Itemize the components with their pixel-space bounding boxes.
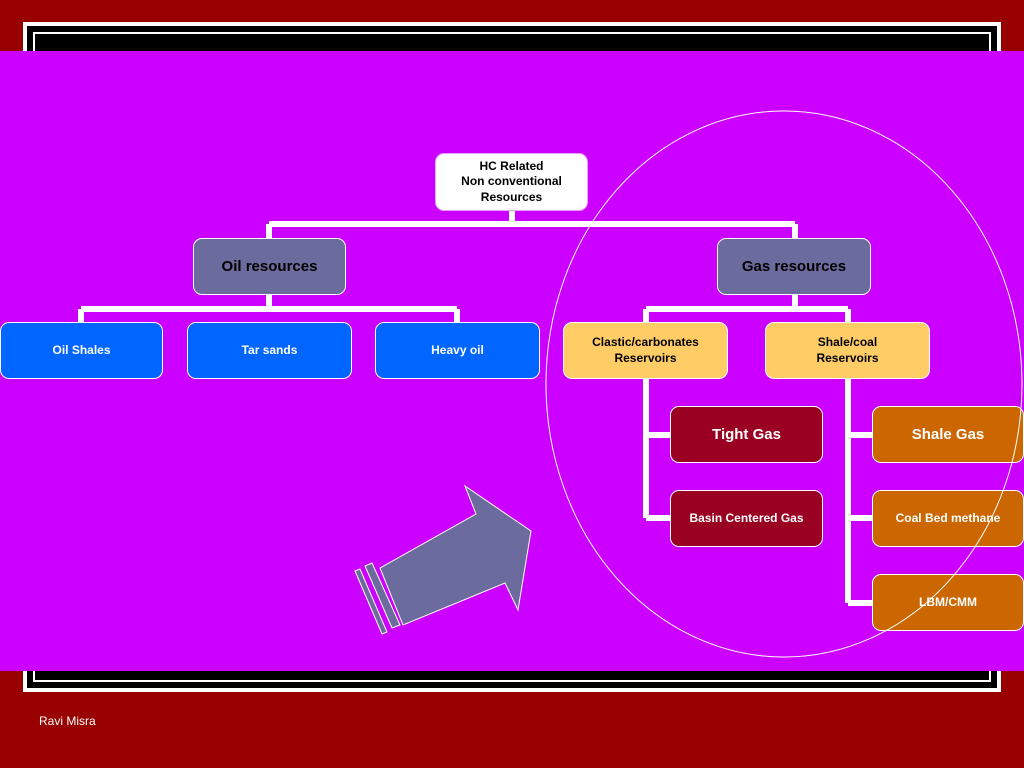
- coal-bed-methane-label: Coal Bed methane: [895, 510, 1001, 525]
- tight-gas-node: Tight Gas: [670, 406, 823, 463]
- heavy-oil-node: Heavy oil: [375, 322, 540, 379]
- coal-bed-methane-node: Coal Bed methane: [872, 490, 1024, 547]
- heavy-oil-label: Heavy oil: [431, 342, 484, 357]
- basin-centered-gas-label: Basin Centered Gas: [689, 510, 804, 525]
- lbm-cmm-label: LBM/CMM: [919, 594, 977, 609]
- clastic-line-2: Reservoirs: [614, 350, 677, 365]
- oil-resources-label: Oil resources: [221, 257, 318, 275]
- oil-shales-node: Oil Shales: [0, 322, 163, 379]
- oil-shales-label: Oil Shales: [52, 342, 111, 357]
- tar-sands-node: Tar sands: [187, 322, 352, 379]
- clastic-carbonates-node: Clastic/carbonates Reservoirs: [563, 322, 728, 379]
- shale-gas-node: Shale Gas: [872, 406, 1024, 463]
- gas-resources-node: Gas resources: [717, 238, 871, 295]
- shale-coal-line-2: Reservoirs: [816, 350, 879, 365]
- root-line-1: HC Related: [479, 158, 544, 173]
- shale-coal-line-1: Shale/coal: [817, 334, 878, 349]
- clastic-line-1: Clastic/carbonates: [592, 334, 699, 349]
- tar-sands-label: Tar sands: [241, 342, 298, 357]
- shale-coal-node: Shale/coal Reservoirs: [765, 322, 930, 379]
- shale-gas-label: Shale Gas: [911, 425, 985, 443]
- root-line-2: Non conventional: [461, 174, 562, 189]
- basin-centered-gas-node: Basin Centered Gas: [670, 490, 823, 547]
- gas-resources-label: Gas resources: [741, 257, 847, 275]
- tight-gas-label: Tight Gas: [712, 425, 781, 443]
- oil-resources-node: Oil resources: [193, 238, 346, 295]
- root-line-3: Resources: [480, 189, 543, 204]
- author-footer: Ravi Misra: [39, 714, 96, 728]
- lbm-cmm-node: LBM/CMM: [872, 574, 1024, 631]
- root-node: HC Related Non conventional Resources: [435, 153, 588, 211]
